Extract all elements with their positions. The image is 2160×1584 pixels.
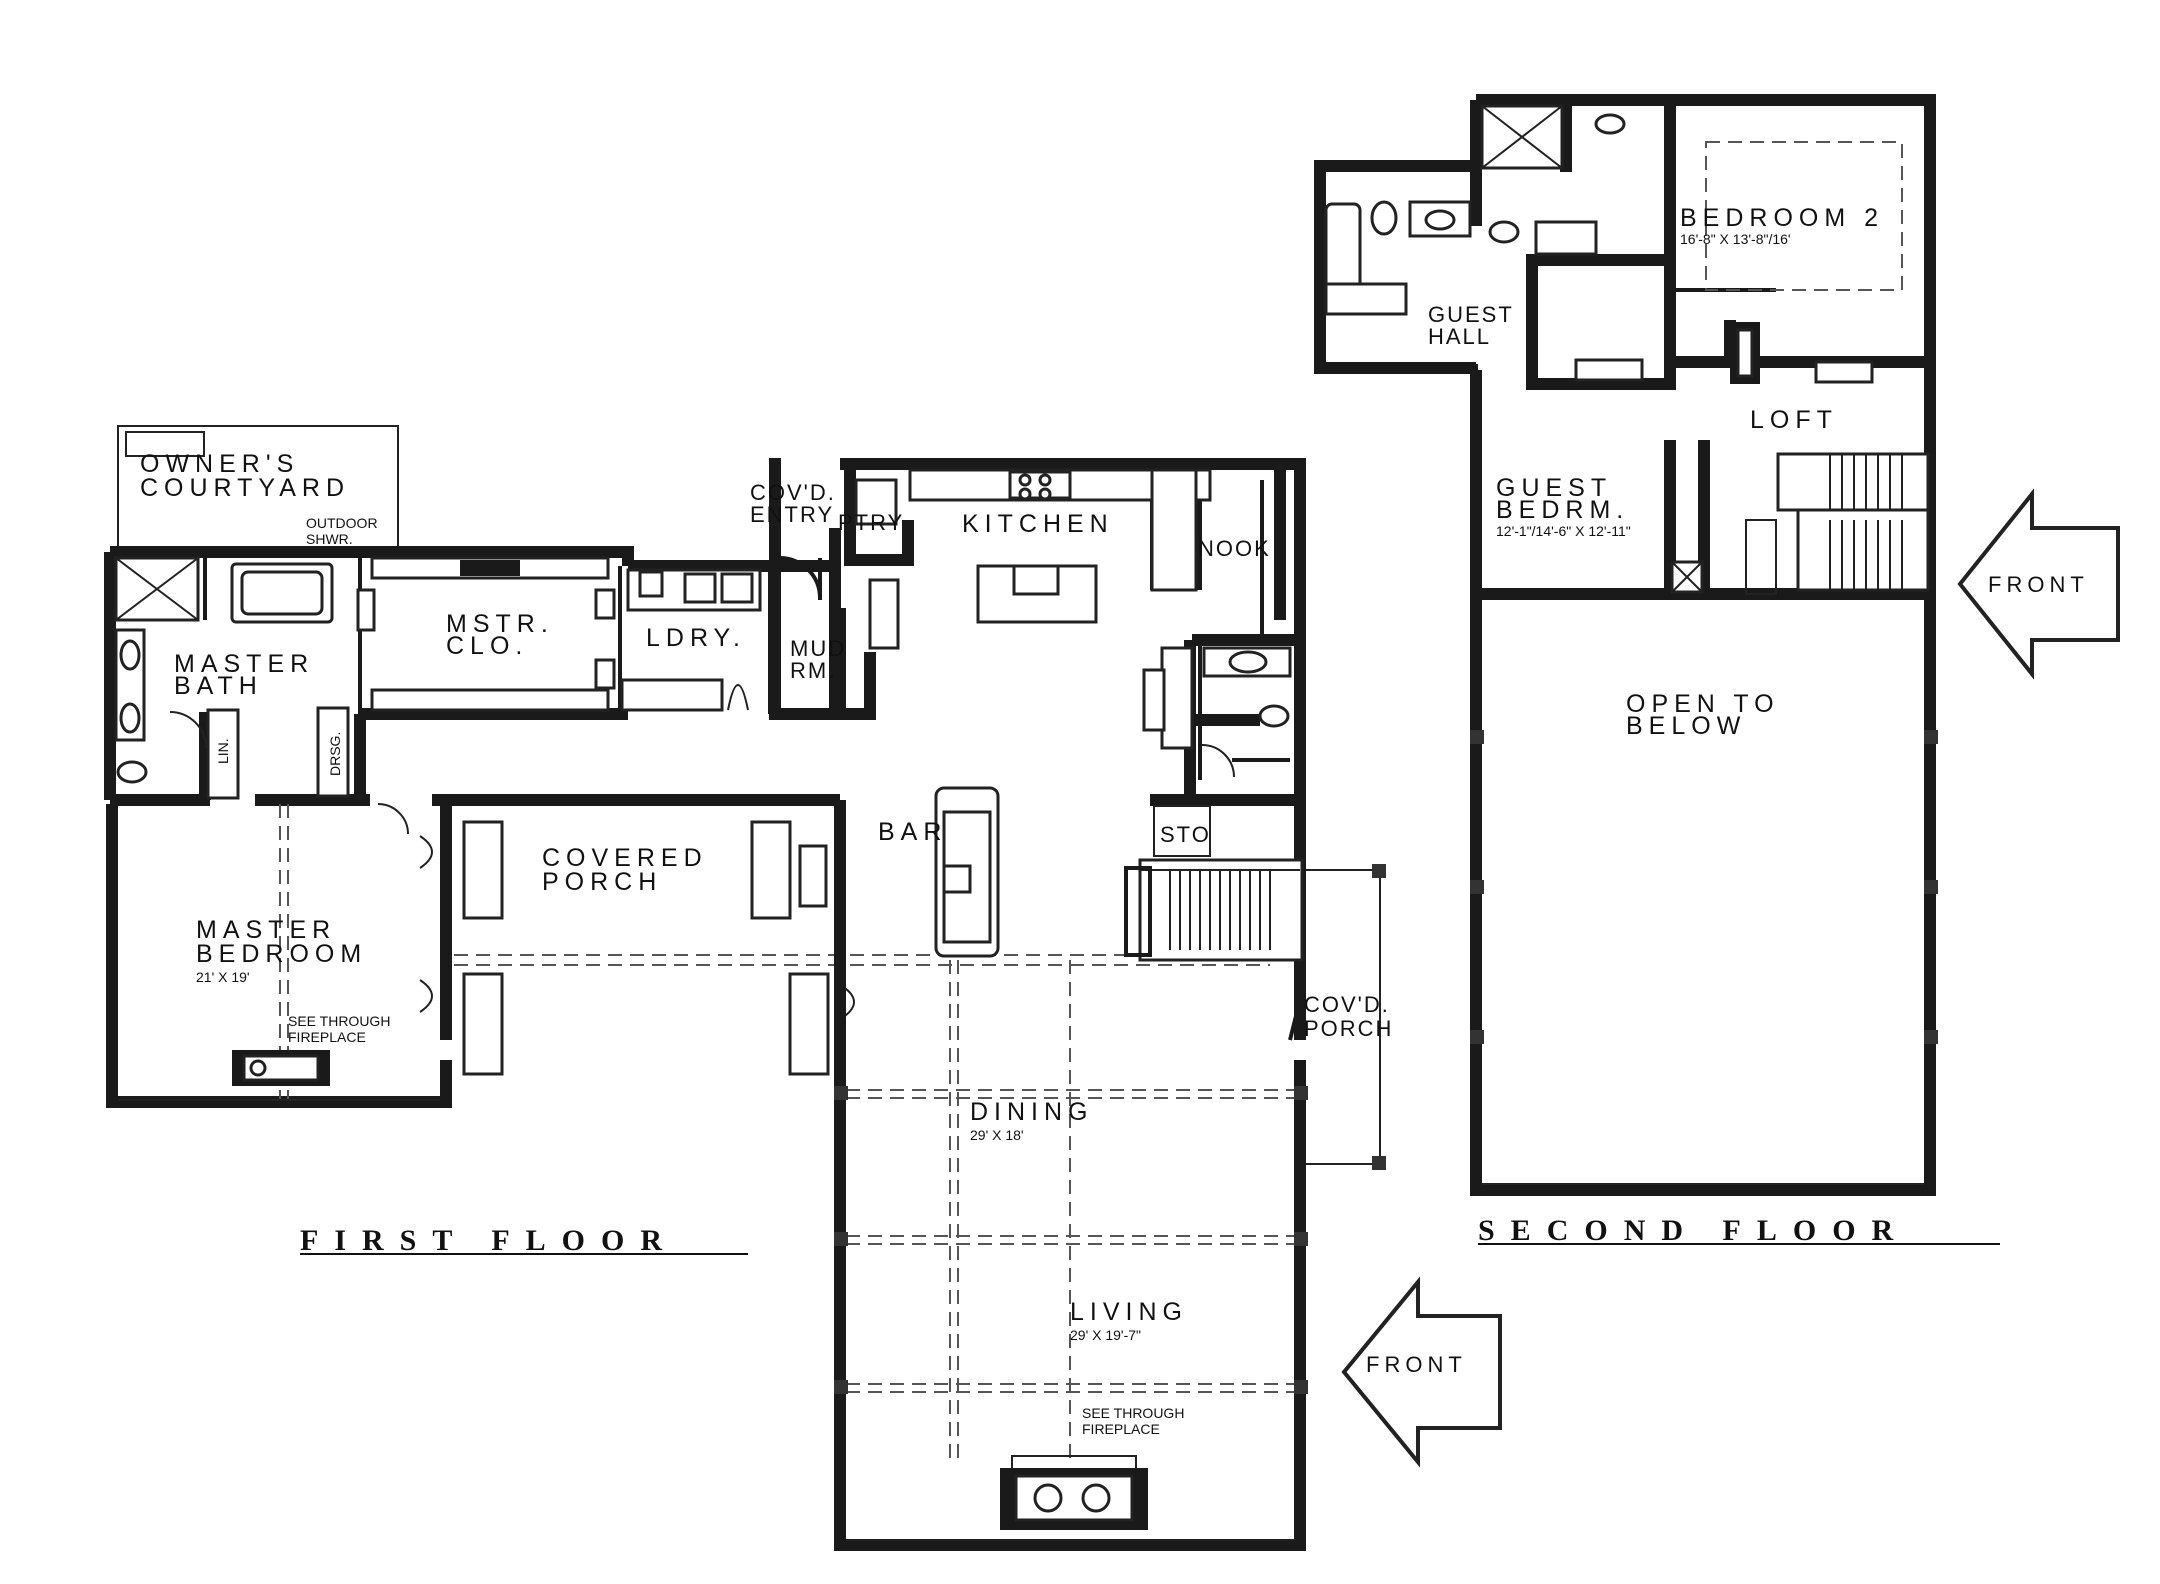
bar-label: BAR — [878, 818, 947, 846]
master-closet-label-2: CLO. — [446, 632, 528, 660]
master-bath-label-2: BATH — [174, 672, 263, 700]
guest-hall-label-2: HALL — [1428, 324, 1491, 349]
side-covered-porch-label-1: COV'D. — [1304, 992, 1390, 1017]
kitchen-walls — [840, 458, 1306, 806]
covered-porch-label-1: COVERED — [542, 844, 708, 872]
fireplace-note-2a: SEE THROUGH — [1082, 1405, 1184, 1421]
dining-label: DINING — [970, 1098, 1094, 1126]
side-covered-porch — [1288, 864, 1386, 1170]
master-closet — [370, 556, 616, 712]
first-floor-labels: OWNER'S COURTYARD OUTDOOR SHWR. MASTER B… — [140, 450, 1467, 1437]
second-floor-stairs — [1745, 452, 1930, 595]
master-bedroom-label-2: BEDROOM — [196, 940, 367, 968]
laundry-label: LDRY. — [646, 624, 746, 652]
master-closet-label-1: MSTR. — [446, 610, 554, 638]
owners-courtyard-label-1: OWNER'S — [140, 450, 299, 478]
nook-label: NOOK — [1198, 536, 1271, 561]
first-floor-title: FIRST FLOOR — [300, 1224, 678, 1257]
dressing-label: DRSG. — [327, 732, 343, 776]
side-covered-porch-label-2: PORCH — [1304, 1016, 1393, 1041]
covered-porch-walls — [419, 794, 1270, 1076]
second-floor-front-label: FRONT — [1988, 572, 2089, 597]
fireplace-note-2b: FIREPLACE — [1082, 1421, 1160, 1437]
pantry-label: PTRY — [838, 510, 904, 535]
guest-hall-label-1: GUEST — [1428, 302, 1514, 327]
open-to-below-label-1: OPEN TO — [1626, 690, 1780, 718]
guest-bedroom-label-2: BEDRM. — [1496, 496, 1629, 524]
second-floor-labels: BEDROOM 2 16'-8" X 13'-8"/16' GUEST HALL… — [1428, 204, 2089, 1247]
first-floor-front-arrow — [1341, 1276, 1502, 1468]
second-floor-plan — [1314, 94, 2120, 1245]
loft-label: LOFT — [1750, 406, 1838, 434]
open-to-below-label-2: BELOW — [1626, 712, 1746, 740]
bedroom-2-dimensions: 16'-8" X 13'-8"/16' — [1680, 231, 1791, 247]
dining-dimensions: 29' X 18' — [970, 1127, 1024, 1143]
master-bedroom-dimensions: 21' X 19' — [196, 969, 250, 985]
linen-label: LIN. — [215, 738, 231, 764]
bedroom-2-label: BEDROOM 2 — [1680, 204, 1884, 232]
master-bedroom-label-1: MASTER — [196, 916, 336, 944]
fireplace-note-1a: SEE THROUGH — [288, 1013, 390, 1029]
outdoor-shower-label-1: OUTDOOR — [306, 515, 378, 531]
mud-room-label-1: MUD — [790, 636, 846, 661]
master-bath-fixtures — [114, 556, 376, 800]
mud-room-label-2: RM. — [790, 658, 836, 683]
mud-room-entry — [769, 458, 876, 720]
great-room-walls — [834, 786, 1308, 1551]
outdoor-shower-label-2: SHWR. — [306, 531, 353, 547]
master-bedroom-walls — [106, 800, 452, 1108]
second-floor-front-arrow — [1957, 488, 2120, 680]
master-bath-label-1: MASTER — [174, 650, 314, 678]
storage-label: STO — [1160, 822, 1211, 847]
covered-entry-label-2: ENTRY — [750, 502, 834, 527]
covered-entry-label-1: COV'D. — [750, 480, 836, 505]
second-floor-title: SECOND FLOOR — [1478, 1214, 1909, 1247]
guest-bedroom-label-1: GUEST — [1496, 474, 1612, 502]
first-floor-plan — [104, 425, 1502, 1551]
guest-bedroom-dimensions: 12'-1"/14'-6" X 12'-11" — [1496, 523, 1631, 539]
kitchen-label: KITCHEN — [962, 510, 1114, 538]
living-label: LIVING — [1070, 1298, 1188, 1326]
living-dimensions: 29' X 19'-7" — [1070, 1327, 1141, 1343]
fireplace-note-1b: FIREPLACE — [288, 1029, 366, 1045]
covered-porch-label-2: PORCH — [542, 868, 662, 896]
laundry-fixtures — [620, 568, 762, 712]
first-floor-front-label: FRONT — [1366, 1352, 1467, 1377]
owners-courtyard-label-2: COURTYARD — [140, 474, 350, 502]
first-floor-stairs — [1124, 805, 1304, 962]
